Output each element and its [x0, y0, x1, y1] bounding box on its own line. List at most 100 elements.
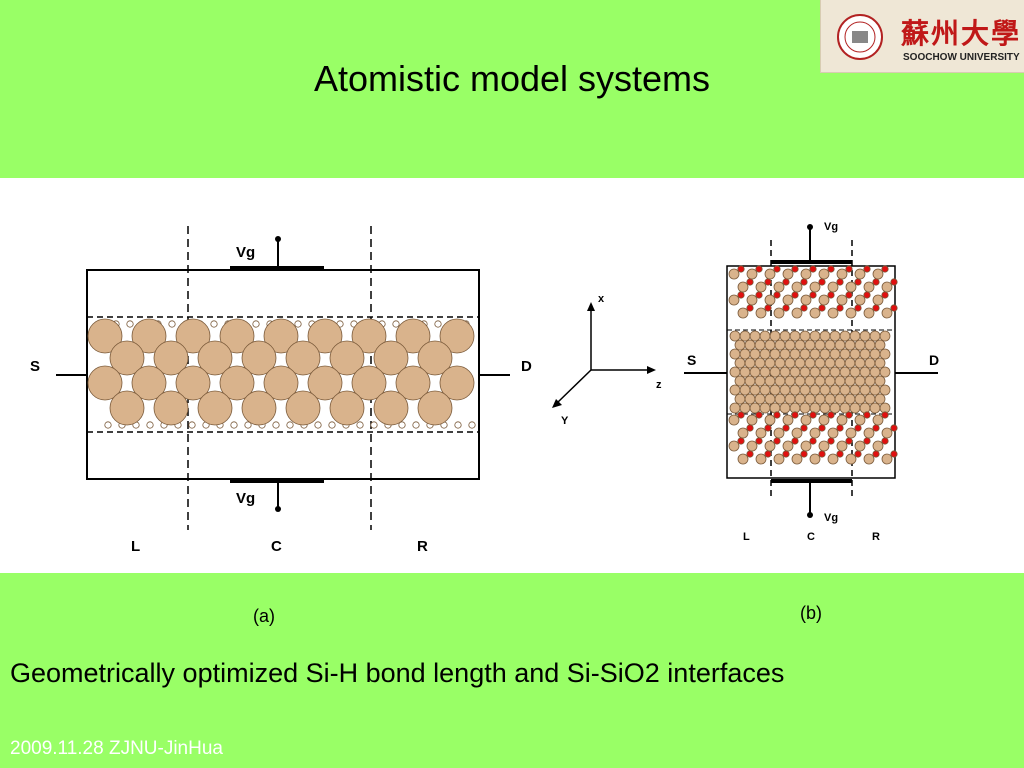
- silicon-atom: [809, 453, 821, 465]
- university-logo: 蘇州大學 SOOCHOW UNIVERSITY: [820, 0, 1024, 73]
- oxygen-atom: [782, 304, 790, 312]
- oxygen-atom: [872, 304, 880, 312]
- silicon-atom: [864, 375, 876, 387]
- silicon-atom: [131, 365, 167, 401]
- silicon-atom: [197, 390, 233, 426]
- silicon-atom: [417, 340, 453, 376]
- oxygen-atom: [845, 411, 853, 419]
- silicon-atom: [800, 294, 812, 306]
- silicon-atom: [804, 375, 816, 387]
- silicon-atom: [791, 427, 803, 439]
- silicon-atom: [759, 402, 771, 414]
- silicon-atom: [809, 402, 821, 414]
- silicon-atom: [809, 281, 821, 293]
- silicon-atom: [729, 402, 741, 414]
- silicon-atom: [755, 427, 767, 439]
- silicon-atom: [834, 339, 846, 351]
- silicon-atom: [869, 348, 881, 360]
- oxygen-atom: [773, 411, 781, 419]
- silicon-atom: [863, 281, 875, 293]
- hydrogen-atom: [314, 421, 322, 429]
- silicon-atom: [769, 402, 781, 414]
- silicon-atom: [782, 294, 794, 306]
- silicon-atom: [881, 281, 893, 293]
- silicon-atom: [827, 281, 839, 293]
- silicon-atom: [864, 393, 876, 405]
- silicon-atom: [829, 330, 841, 342]
- oxygen-atom: [827, 265, 835, 273]
- silicon-atom: [746, 414, 758, 426]
- silicon-atom: [799, 402, 811, 414]
- hydrogen-atom: [328, 421, 336, 429]
- oxygen-atom: [836, 424, 844, 432]
- silicon-atom: [782, 440, 794, 452]
- silicon-atom: [814, 393, 826, 405]
- hydrogen-atom: [286, 421, 294, 429]
- oxygen-atom: [800, 424, 808, 432]
- silicon-atom: [764, 339, 776, 351]
- silicon-atom: [824, 339, 836, 351]
- oxygen-atom: [872, 424, 880, 432]
- logo-english-text: SOOCHOW UNIVERSITY: [903, 52, 1020, 63]
- oxygen-atom: [890, 450, 898, 458]
- silicon-atom: [779, 366, 791, 378]
- silicon-atom: [774, 357, 786, 369]
- oxygen-atom: [782, 424, 790, 432]
- silicon-atom: [854, 339, 866, 351]
- region-r-label-b: R: [872, 531, 880, 543]
- silicon-atom: [729, 330, 741, 342]
- region-l-label-a: L: [131, 538, 140, 555]
- silicon-atom: [728, 440, 740, 452]
- silicon-atom: [809, 366, 821, 378]
- silicon-atom: [849, 384, 861, 396]
- oxygen-atom: [881, 291, 889, 299]
- silicon-atom: [794, 339, 806, 351]
- silicon-atom: [351, 365, 387, 401]
- silicon-atom: [872, 294, 884, 306]
- silicon-atom: [784, 393, 796, 405]
- silicon-atom: [774, 339, 786, 351]
- hydrogen-atom: [210, 320, 218, 328]
- silicon-atom: [836, 440, 848, 452]
- silicon-atom: [881, 453, 893, 465]
- oxygen-atom: [746, 424, 754, 432]
- oxygen-atom: [881, 411, 889, 419]
- silicon-atom: [784, 357, 796, 369]
- silicon-atom: [739, 366, 751, 378]
- silicon-atom: [814, 339, 826, 351]
- region-c-label-a: C: [271, 538, 282, 555]
- silicon-atom: [799, 348, 811, 360]
- oxygen-atom: [890, 424, 898, 432]
- silicon-atom: [729, 348, 741, 360]
- silicon-atom: [263, 365, 299, 401]
- silicon-atom: [879, 348, 891, 360]
- silicon-atom: [749, 384, 761, 396]
- silicon-atom: [791, 307, 803, 319]
- silicon-atom: [863, 453, 875, 465]
- oxygen-atom: [863, 411, 871, 419]
- silicon-atom: [881, 427, 893, 439]
- silicon-atom: [839, 384, 851, 396]
- silicon-atom: [800, 440, 812, 452]
- caption-b: (b): [800, 603, 822, 623]
- silicon-atom: [854, 357, 866, 369]
- silicon-atom: [439, 365, 475, 401]
- silicon-atom: [854, 375, 866, 387]
- hydrogen-atom: [230, 421, 238, 429]
- silicon-atom: [854, 440, 866, 452]
- oxygen-atom: [845, 291, 853, 299]
- silicon-atom: [175, 318, 211, 354]
- silicon-atom: [859, 366, 871, 378]
- coordinate-axes: x z Y: [552, 293, 662, 427]
- silicon-atom: [872, 268, 884, 280]
- atoms-b: [728, 265, 898, 465]
- silicon-atom: [197, 340, 233, 376]
- silicon-atom: [754, 393, 766, 405]
- oxygen-atom: [836, 450, 844, 458]
- silicon-atom: [799, 366, 811, 378]
- silicon-atom: [759, 348, 771, 360]
- silicon-atom: [754, 339, 766, 351]
- silicon-atom: [769, 366, 781, 378]
- silicon-atom: [818, 294, 830, 306]
- oxygen-atom: [755, 437, 763, 445]
